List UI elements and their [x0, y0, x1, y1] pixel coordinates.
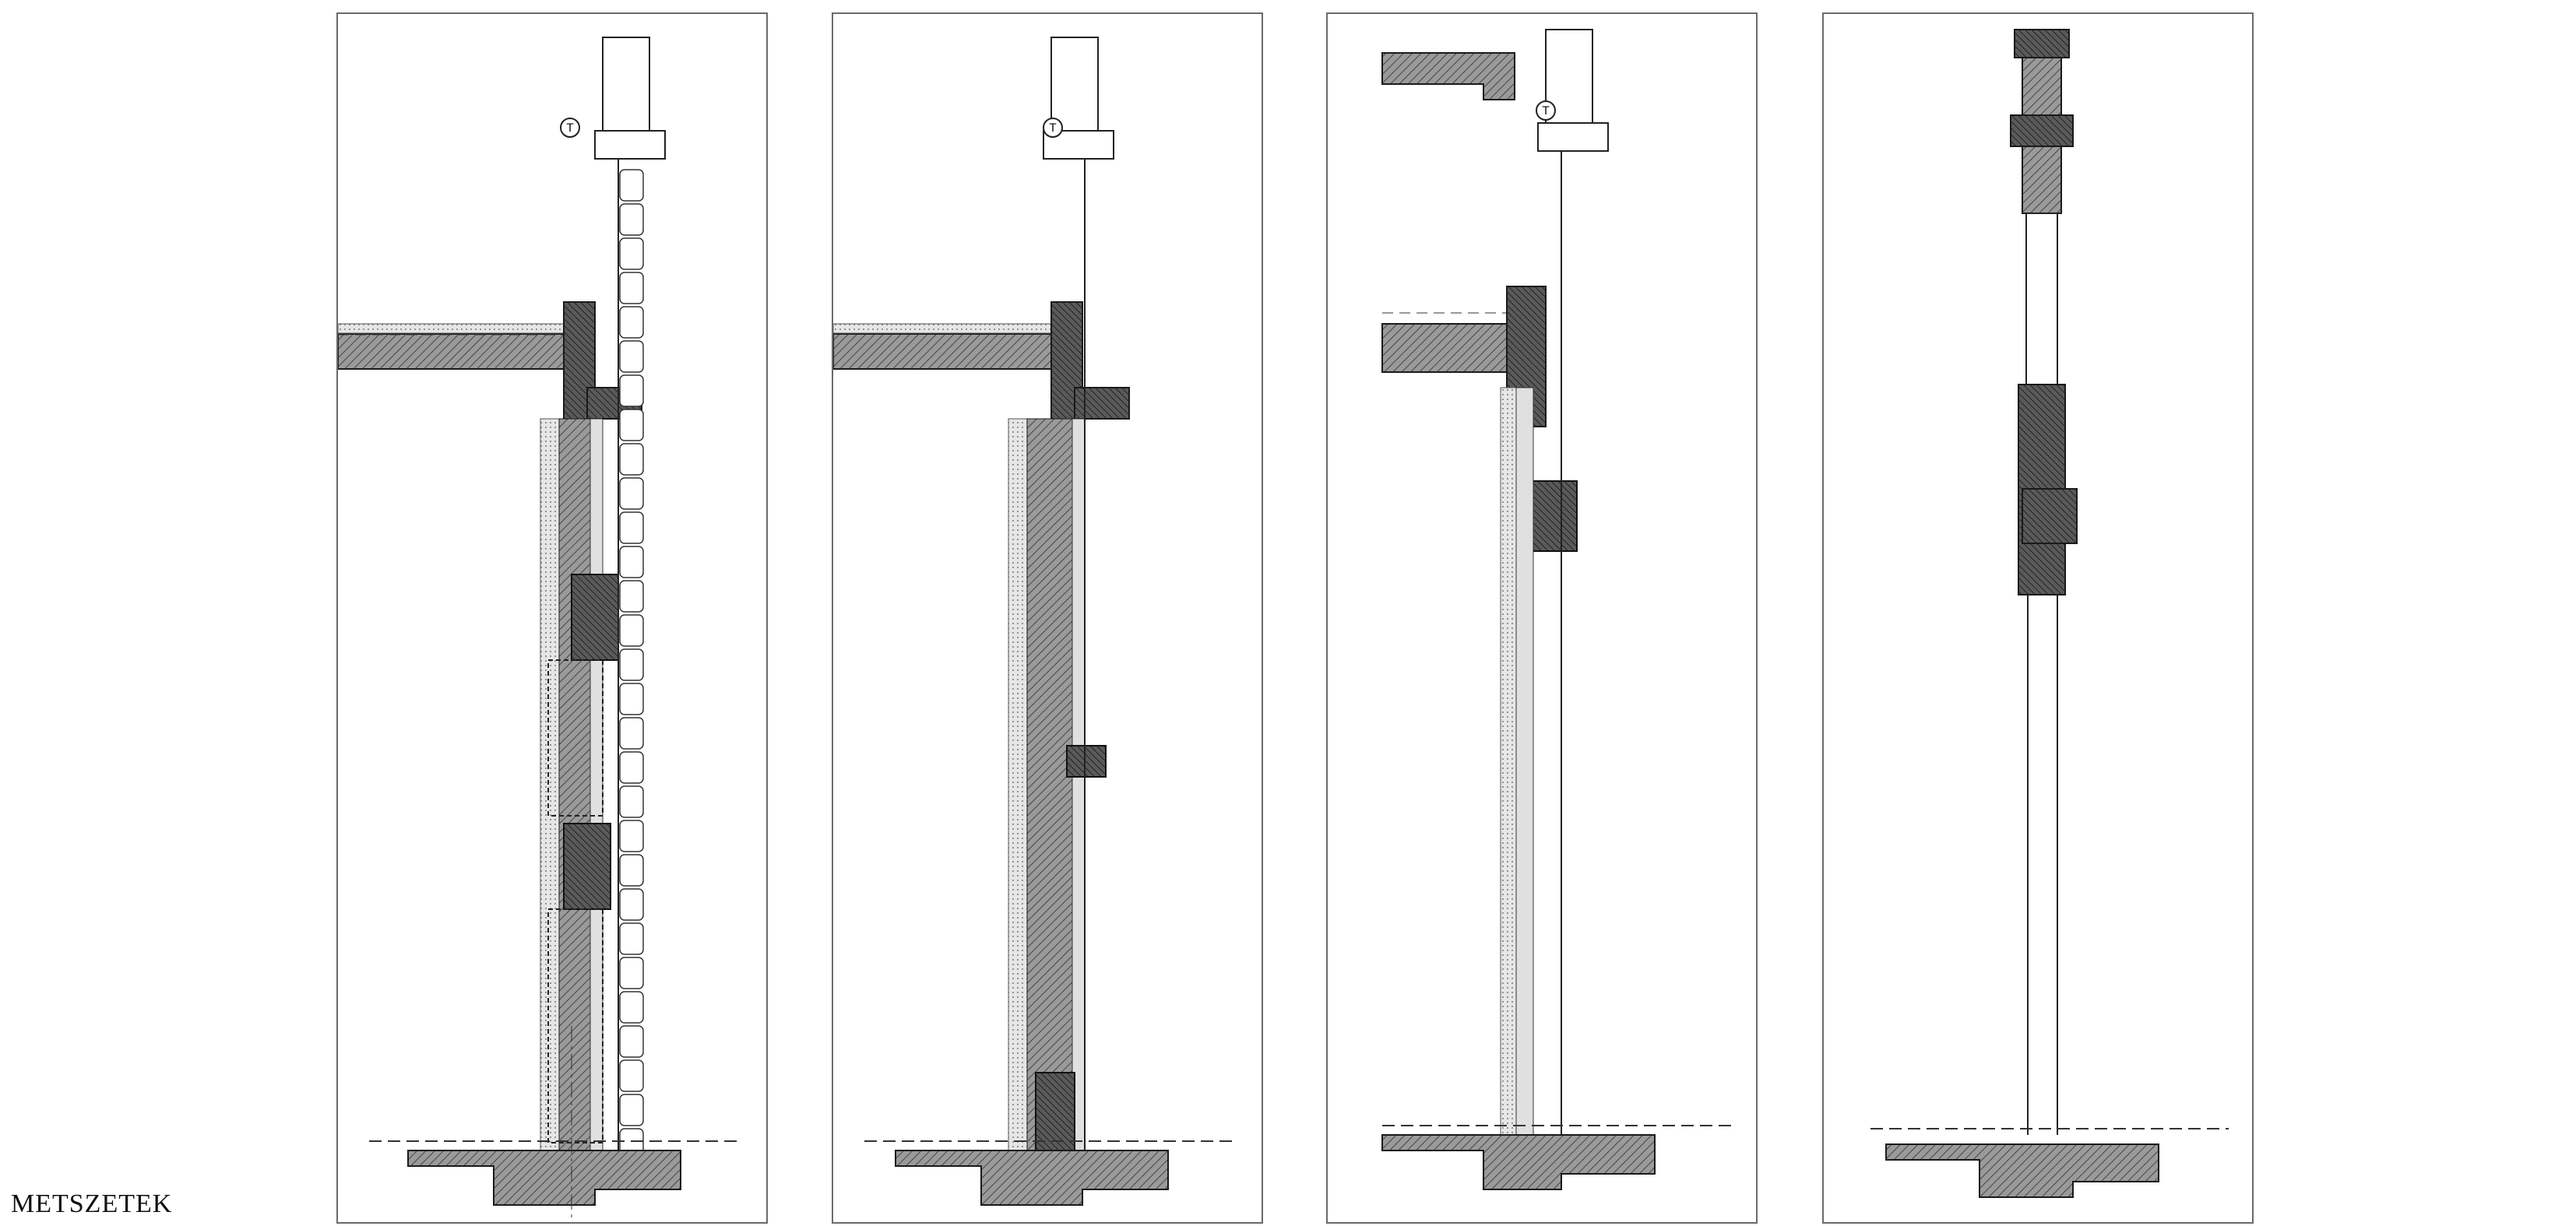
stone-block [619, 340, 644, 373]
stone-block [619, 272, 644, 304]
roof-fill [833, 323, 1060, 334]
window-head-2 [563, 823, 611, 910]
stone-block [619, 922, 644, 955]
inner-plaster [1008, 418, 1028, 1167]
top-cornice [594, 130, 666, 160]
base-plinth [1035, 1072, 1075, 1159]
stone-block [619, 614, 644, 647]
section-drawing-4 [1870, 29, 2229, 1198]
stone-block [619, 443, 644, 476]
level-marker-circle [1043, 118, 1063, 138]
stone-block [619, 820, 644, 852]
stone-block [619, 1059, 644, 1092]
stone-block [619, 306, 644, 339]
cornice [2010, 114, 2074, 147]
stone-block [619, 648, 644, 681]
stone-block [619, 957, 644, 989]
level-marker-circle [1536, 100, 1556, 121]
stone-block [619, 511, 644, 544]
top-cornice [1043, 130, 1114, 160]
foundation [407, 1150, 681, 1206]
roof-fill [338, 323, 565, 334]
stone-block [619, 237, 644, 270]
wall-core [558, 418, 591, 1167]
top-cornice [1537, 122, 1609, 152]
inner-plaster [1500, 387, 1517, 1151]
stone-block [619, 991, 644, 1024]
section-panel-3: T [1326, 12, 1758, 1224]
stone-block [619, 854, 644, 887]
stone-block [619, 717, 644, 750]
roof-slab [338, 332, 572, 370]
window-opening-2 [547, 908, 604, 1143]
insulation-layer [1072, 418, 1086, 1167]
stone-block [619, 888, 644, 921]
foundation [895, 1150, 1169, 1206]
stone-block [619, 1025, 644, 1058]
stone-block [619, 683, 644, 715]
window-head-1 [571, 574, 619, 661]
level-marker-circle [560, 118, 580, 138]
section-panel-1: T [336, 12, 768, 1224]
upper-window [2025, 213, 2058, 385]
stone-block [619, 1094, 644, 1126]
stone-block [619, 546, 644, 578]
chimney-top [602, 37, 650, 132]
section-panel-2: T [832, 12, 1263, 1224]
roof-slab [833, 332, 1068, 370]
level-marker-label: T [1542, 105, 1550, 118]
upper-cantilever [1381, 52, 1515, 100]
section-drawing-2: T [833, 37, 1238, 1206]
level-marker-label: T [1049, 122, 1057, 135]
stone-block [619, 785, 644, 818]
foundation [1381, 1134, 1656, 1190]
stone-block [619, 409, 644, 441]
stone-blocks [619, 169, 644, 1161]
wall-core [1026, 418, 1073, 1167]
section-panel-4 [1822, 12, 2254, 1224]
mid-cornice [1066, 745, 1107, 778]
stone-block [619, 580, 644, 613]
chimney-top [1050, 37, 1099, 132]
stone-block [619, 477, 644, 510]
upper-cornice [1074, 387, 1130, 420]
inner-plaster [540, 418, 560, 1167]
stone-block [619, 203, 644, 236]
section-drawing-3: T [1381, 29, 1733, 1190]
stone-block [619, 374, 644, 407]
window-opening-1 [547, 659, 604, 817]
window-head-1 [1529, 480, 1578, 552]
stone-block [619, 169, 644, 202]
drawing-title: METSZETEK [11, 1189, 173, 1218]
level-marker-label: T [566, 122, 574, 135]
top-cap [2014, 29, 2070, 58]
insulation-layer [1515, 387, 1534, 1151]
stone-block [619, 751, 644, 784]
section-drawing-1: T [338, 37, 743, 1222]
insulation-layer [589, 418, 604, 1167]
foundation [1885, 1143, 2159, 1198]
sill-block [2022, 488, 2078, 544]
